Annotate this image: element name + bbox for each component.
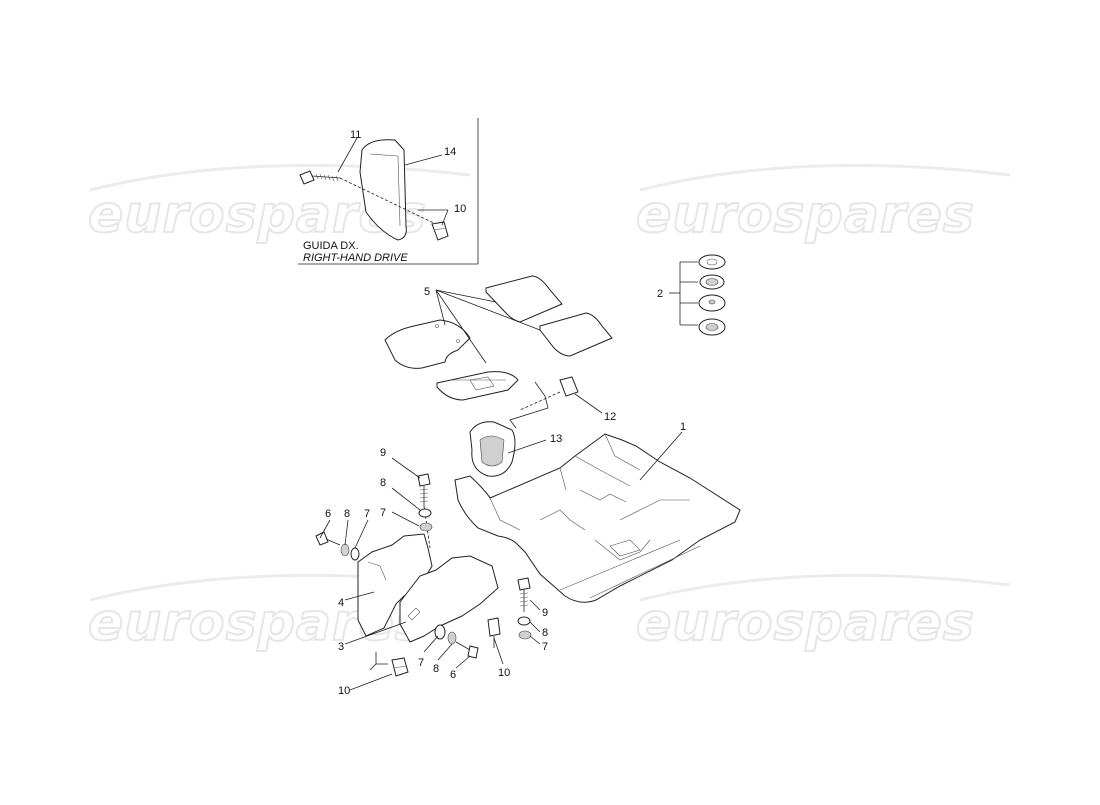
callout-6: 6 — [450, 669, 456, 681]
brackets-group: 4 3 — [338, 533, 499, 671]
callout-1: 1 — [680, 421, 686, 433]
callout-12: 12 — [604, 411, 616, 423]
callout-7: 7 — [364, 508, 370, 520]
heel-pad-group: 13 — [469, 421, 562, 477]
callout-7: 7 — [380, 507, 386, 519]
main-carpet-part — [454, 433, 741, 603]
callout-5: 5 — [424, 286, 430, 298]
inset-title-italian: GUIDA DX. — [303, 240, 359, 252]
floor-mat-part — [436, 371, 519, 401]
floor-mat-part — [384, 319, 471, 369]
callout-10: 10 — [454, 203, 466, 215]
callout-14: 14 — [444, 146, 456, 158]
callout-7: 7 — [542, 641, 548, 653]
callout-11: 11 — [350, 129, 361, 141]
floor-mat-part — [539, 312, 613, 357]
callout-10: 10 — [498, 667, 510, 679]
callout-4: 4 — [338, 597, 344, 609]
callout-8: 8 — [433, 663, 439, 675]
main-carpet-group: 1 — [454, 421, 741, 603]
callout-9: 9 — [380, 447, 386, 459]
fasteners-bottom-group: 7 8 6 10 10 — [338, 617, 510, 697]
rhd-inset: 11 14 10 GUIDA DX. RIGHT-HAND DRIVE — [298, 118, 479, 265]
callout-3: 3 — [338, 641, 344, 653]
floor-mats-group: 5 — [384, 275, 613, 401]
callout-7: 7 — [418, 657, 424, 669]
callout-8: 8 — [380, 477, 386, 489]
fasteners-left-group: 9 8 7 6 8 7 — [315, 447, 433, 561]
floor-mat-part — [485, 275, 563, 323]
callout-2: 2 — [657, 288, 663, 300]
inset-title-english: RIGHT-HAND DRIVE — [303, 252, 408, 264]
callout-8: 8 — [344, 508, 350, 520]
fasteners-right-group: 9 8 7 — [517, 577, 548, 653]
callout-8: 8 — [542, 627, 548, 639]
grommet-part — [698, 254, 726, 270]
callout-10: 10 — [338, 685, 350, 697]
callout-9: 9 — [542, 607, 548, 619]
clip-group: 12 — [509, 376, 616, 429]
watermark-text: eurospares — [636, 593, 975, 653]
callout-13: 13 — [550, 433, 562, 445]
bracket-3-part — [399, 555, 499, 643]
grommet-stack-group: 2 — [657, 254, 726, 336]
watermark-text: eurospares — [636, 185, 975, 245]
clip-part — [559, 376, 579, 397]
callout-6: 6 — [325, 508, 331, 520]
footrest-plate-part — [359, 139, 407, 241]
